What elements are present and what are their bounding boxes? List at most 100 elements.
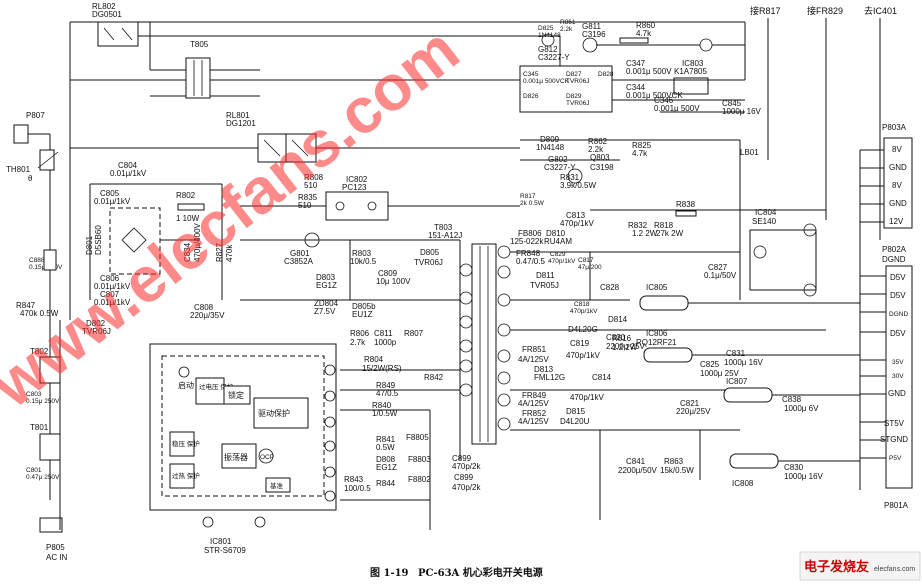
svg-text:P5V: P5V bbox=[889, 455, 902, 462]
svg-text:1.2 2W: 1.2 2W bbox=[632, 229, 658, 238]
svg-text:D5SB60: D5SB60 bbox=[94, 225, 103, 255]
svg-text:C344: C344 bbox=[626, 83, 646, 92]
error-amp-ic804: R838 IC804 SE140 bbox=[590, 200, 826, 297]
svg-text:0.001μ 500VCK: 0.001μ 500VCK bbox=[523, 78, 570, 85]
svg-text:4.7k: 4.7k bbox=[636, 29, 652, 38]
svg-text:C3196: C3196 bbox=[582, 30, 606, 39]
svg-text:C888: C888 bbox=[29, 257, 45, 264]
svg-text:D827: D827 bbox=[566, 71, 582, 78]
svg-text:2.7k: 2.7k bbox=[350, 338, 366, 347]
svg-text:0.47μ 250V: 0.47μ 250V bbox=[26, 474, 60, 481]
svg-text:15k/0.5W: 15k/0.5W bbox=[660, 466, 694, 475]
svg-text:C817: C817 bbox=[578, 257, 594, 264]
svg-text:D813: D813 bbox=[534, 365, 554, 374]
svg-text:R863: R863 bbox=[664, 457, 684, 466]
svg-text:2.2k: 2.2k bbox=[560, 26, 573, 33]
svg-text:EG1Z: EG1Z bbox=[316, 281, 337, 290]
svg-text:基准: 基准 bbox=[270, 481, 284, 490]
svg-text:2.2k: 2.2k bbox=[588, 145, 604, 154]
svg-text:1/0.5W: 1/0.5W bbox=[372, 409, 398, 418]
svg-text:T803: T803 bbox=[434, 223, 453, 232]
svg-text:0.001μ 500VCK: 0.001μ 500VCK bbox=[626, 91, 683, 100]
svg-text:2k 0.5W: 2k 0.5W bbox=[520, 200, 545, 207]
svg-text:470μ/400V: 470μ/400V bbox=[193, 222, 202, 262]
svg-text:4A/125V: 4A/125V bbox=[518, 417, 549, 426]
svg-text:27k 2W: 27k 2W bbox=[656, 229, 684, 238]
svg-text:D829: D829 bbox=[566, 93, 582, 100]
svg-text:TVR05J: TVR05J bbox=[530, 281, 559, 290]
svg-text:C345: C345 bbox=[523, 71, 539, 78]
svg-text:FB806: FB806 bbox=[518, 229, 542, 238]
svg-text:470k: 470k bbox=[225, 244, 234, 262]
svg-text:FR848: FR848 bbox=[516, 249, 541, 258]
svg-text:TVR06J: TVR06J bbox=[566, 100, 589, 107]
figure-caption: 图 1-19 PC-63A 机心彩电开关电源 bbox=[370, 566, 543, 579]
svg-text:IC807: IC807 bbox=[726, 377, 748, 386]
svg-text:8V: 8V bbox=[892, 181, 902, 190]
svg-text:C3852A: C3852A bbox=[284, 257, 314, 266]
svg-text:C828: C828 bbox=[600, 283, 620, 292]
svg-text:接FR829: 接FR829 bbox=[807, 5, 843, 16]
svg-text:Q803: Q803 bbox=[590, 153, 610, 162]
svg-text:GND: GND bbox=[888, 389, 906, 398]
svg-text:1000μ 25V: 1000μ 25V bbox=[700, 369, 740, 378]
svg-text:D828: D828 bbox=[598, 71, 614, 78]
svg-text:220μ/35V: 220μ/35V bbox=[190, 311, 225, 320]
svg-text:470k 0.5W: 470k 0.5W bbox=[20, 309, 59, 318]
svg-text:470p/2k: 470p/2k bbox=[452, 483, 481, 492]
svg-text:0.1μ/50V: 0.1μ/50V bbox=[704, 271, 737, 280]
svg-text:1000μ 16V: 1000μ 16V bbox=[784, 472, 824, 481]
svg-text:0.15μ 250V: 0.15μ 250V bbox=[26, 398, 60, 405]
svg-text:4.7k: 4.7k bbox=[632, 149, 648, 158]
startup-g801: G801 C3852A D803 EG1Z R803 10k/0.5 D805 … bbox=[240, 232, 460, 319]
svg-text:C807: C807 bbox=[100, 290, 120, 299]
svg-text:IC802: IC802 bbox=[346, 175, 368, 184]
svg-text:DG0501: DG0501 bbox=[92, 10, 122, 19]
relay-rl802: RL802 DG0501 bbox=[92, 2, 139, 47]
svg-text:10k/0.5: 10k/0.5 bbox=[350, 257, 377, 266]
svg-text:R825: R825 bbox=[632, 141, 652, 150]
svg-text:IC806: IC806 bbox=[646, 329, 668, 338]
svg-text:P802A: P802A bbox=[882, 245, 907, 254]
svg-text:锁定: 锁定 bbox=[228, 390, 244, 400]
svg-text:FR852: FR852 bbox=[522, 409, 547, 418]
svg-text:1000μ 16V: 1000μ 16V bbox=[724, 358, 764, 367]
svg-text:P801A: P801A bbox=[884, 501, 909, 510]
svg-text:θ: θ bbox=[28, 174, 33, 183]
svg-text:IC804: IC804 bbox=[755, 208, 777, 217]
svg-text:R818: R818 bbox=[654, 221, 674, 230]
svg-text:1000p: 1000p bbox=[374, 338, 397, 347]
svg-text:R816: R816 bbox=[612, 334, 632, 343]
svg-text:R832: R832 bbox=[628, 221, 648, 230]
svg-text:Z7.5V: Z7.5V bbox=[314, 307, 336, 316]
svg-text:TVR06J: TVR06J bbox=[82, 327, 111, 336]
svg-text:P807: P807 bbox=[26, 111, 45, 120]
svg-text:C818: C818 bbox=[574, 301, 590, 308]
svg-text:PC-63A 机心彩电开关电源: PC-63A 机心彩电开关电源 bbox=[418, 566, 543, 579]
svg-text:R860: R860 bbox=[636, 21, 656, 30]
svg-text:PC123: PC123 bbox=[342, 183, 367, 192]
svg-text:TVR06J: TVR06J bbox=[566, 78, 589, 85]
svg-text:R843: R843 bbox=[344, 475, 364, 484]
svg-text:C347: C347 bbox=[626, 59, 646, 68]
svg-text:P803A: P803A bbox=[882, 123, 907, 132]
svg-text:R827: R827 bbox=[215, 242, 224, 262]
svg-text:1N4148: 1N4148 bbox=[538, 32, 561, 39]
svg-text:R817: R817 bbox=[520, 193, 536, 200]
svg-text:12V: 12V bbox=[889, 217, 904, 226]
svg-text:470p/1kV: 470p/1kV bbox=[548, 258, 576, 265]
svg-text:R804: R804 bbox=[364, 355, 384, 364]
svg-text:C845: C845 bbox=[722, 99, 742, 108]
svg-text:DGND: DGND bbox=[882, 255, 906, 264]
svg-text:IC805: IC805 bbox=[646, 283, 668, 292]
svg-text:D811: D811 bbox=[536, 271, 555, 280]
svg-text:C801: C801 bbox=[26, 467, 42, 474]
svg-text:RL802: RL802 bbox=[92, 2, 116, 11]
svg-text:P805: P805 bbox=[46, 543, 65, 552]
svg-text:3.9k/0.5W: 3.9k/0.5W bbox=[560, 181, 596, 190]
svg-text:图 1-19: 图 1-19 bbox=[370, 567, 409, 579]
svg-text:C811: C811 bbox=[374, 329, 393, 338]
svg-text:C827: C827 bbox=[708, 263, 728, 272]
connector-p802a: P802A DGND D5V D5V DGND D5V 35V 30V GND … bbox=[859, 150, 913, 510]
brand-logo: 电子发烧友 elecfans.com bbox=[799, 551, 921, 581]
